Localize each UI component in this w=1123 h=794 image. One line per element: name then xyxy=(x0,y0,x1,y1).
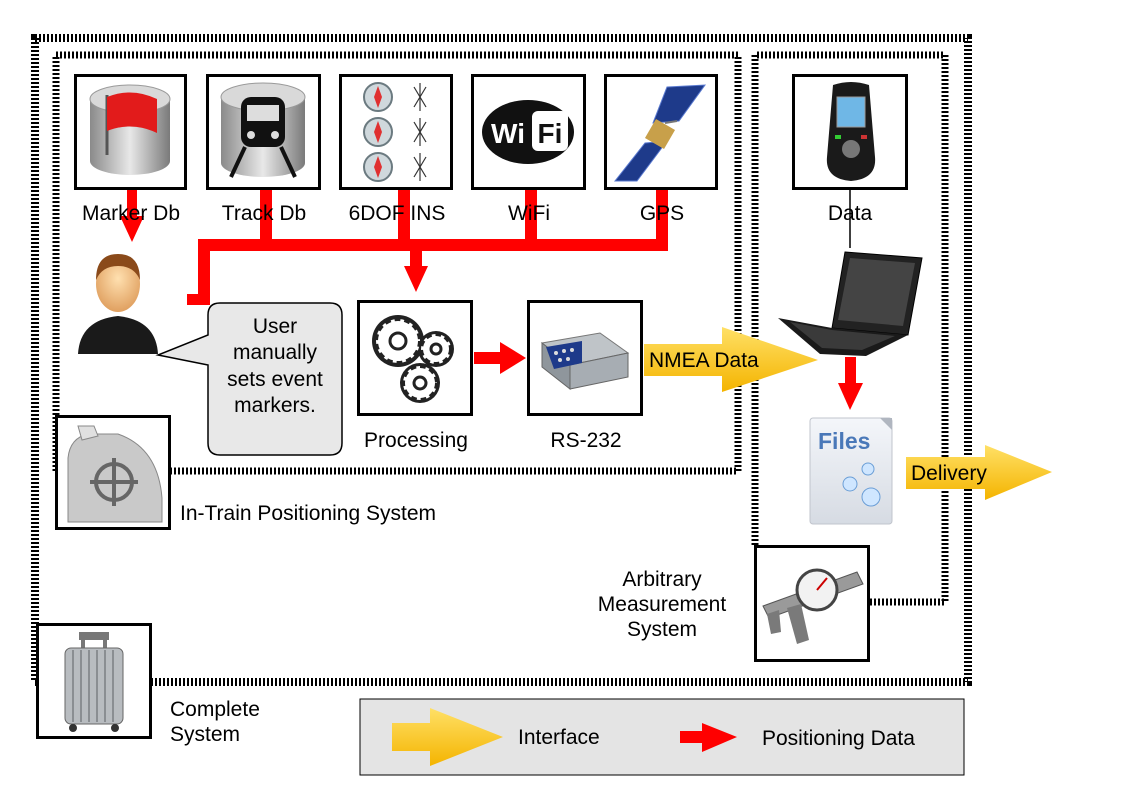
in-train-system-boundary xyxy=(52,51,742,475)
marker-db-label: Marker Db xyxy=(81,202,181,225)
ins-label: 6DOF INS xyxy=(348,202,446,225)
caliper-icon xyxy=(762,568,864,644)
legend-positioning-label: Positioning Data xyxy=(762,727,915,750)
train-target-icon xyxy=(67,425,163,523)
gps-box xyxy=(604,74,718,190)
rs232-box xyxy=(527,300,643,416)
track-db-box xyxy=(206,74,321,190)
speech-bubble-text: User manually sets event markers. xyxy=(227,315,323,417)
rs232-label: RS-232 xyxy=(550,429,622,452)
track-db-label: Track Db xyxy=(221,202,307,225)
phone-box xyxy=(792,74,908,190)
database-flag-icon xyxy=(89,84,171,175)
legend-interface-label: Interface xyxy=(518,726,600,749)
caliper-box xyxy=(754,545,870,662)
svg-text:Fi: Fi xyxy=(538,118,563,149)
train-target-box xyxy=(55,415,171,530)
wifi-box: Wi Fi xyxy=(471,74,586,190)
nmea-label: NMEA Data xyxy=(649,349,759,372)
processing-label: Processing xyxy=(364,429,468,452)
marker-db-box xyxy=(74,74,187,190)
laptop-icon xyxy=(778,251,923,356)
wifi-logo-icon: Wi Fi xyxy=(482,100,574,164)
arbitrary-system-label: Arbitrary Measurement System xyxy=(597,568,727,642)
complete-system-boundary xyxy=(31,34,972,686)
processing-to-rs232-arrow xyxy=(474,342,526,374)
legend-positioning-arrow xyxy=(680,723,737,752)
files-logo-text: Files xyxy=(818,428,871,454)
ins-box xyxy=(339,74,453,190)
satellite-icon xyxy=(613,84,707,182)
train-icon xyxy=(220,82,306,178)
laptop-to-files-arrow xyxy=(838,357,863,410)
nmea-interface-arrow xyxy=(644,327,818,392)
serial-connector-icon xyxy=(540,332,630,391)
files-icon xyxy=(809,417,893,525)
user-avatar-icon xyxy=(78,254,158,354)
marker-db-arrow xyxy=(120,188,144,242)
svg-text:Wi: Wi xyxy=(491,118,525,149)
processing-box xyxy=(357,300,473,416)
suitcase-box xyxy=(36,623,152,739)
gears-icon xyxy=(372,315,454,403)
gps-label: GPS xyxy=(639,202,685,225)
delivery-interface-arrow xyxy=(906,445,1052,500)
legend-interface-arrow xyxy=(392,708,503,766)
speech-bubble-shape xyxy=(155,302,343,456)
suitcase-icon xyxy=(64,632,124,732)
delivery-label: Delivery xyxy=(911,462,987,485)
positioning-data-bus xyxy=(187,190,668,305)
complete-system-label: Complete System xyxy=(170,698,260,747)
mobile-phone-icon xyxy=(826,82,876,181)
in-train-system-label: In-Train Positioning System xyxy=(180,502,436,525)
data-label: Data xyxy=(827,202,873,225)
compass-icon xyxy=(363,82,427,182)
arbitrary-system-boundary xyxy=(751,51,949,606)
wifi-label: WiFi xyxy=(508,202,550,225)
